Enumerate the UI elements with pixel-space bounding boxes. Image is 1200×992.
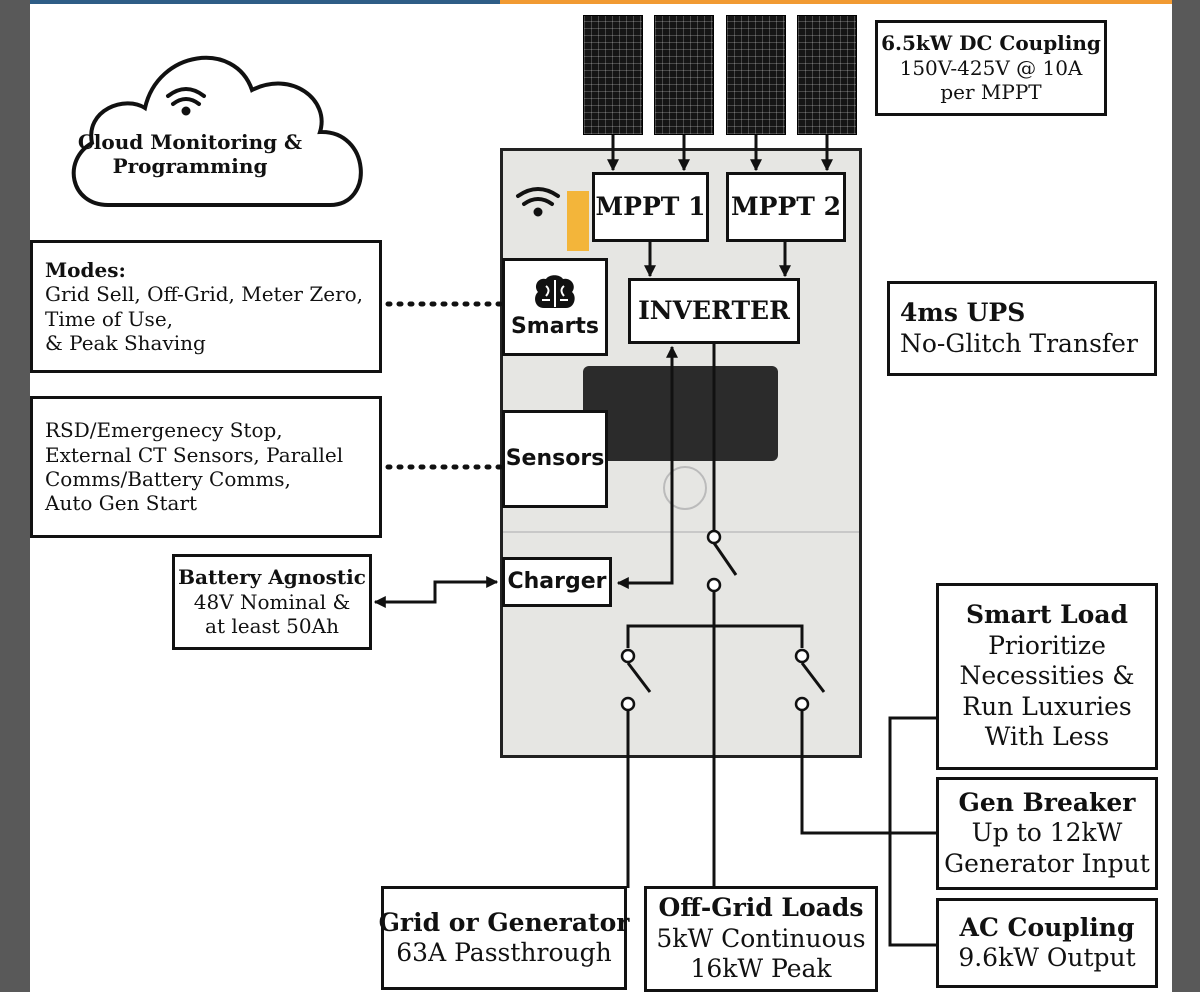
unit-display (583, 366, 778, 461)
terminal-gen-bottom (794, 696, 810, 712)
sensor-info-box: RSD/Emergenecy Stop, External CT Sensors… (30, 396, 382, 538)
smart-load-line-3: Run Luxuries (962, 691, 1132, 721)
sensor-info-line-4: Auto Gen Start (45, 491, 198, 516)
modes-line-2: Time of Use, (45, 306, 174, 331)
switch-grid (626, 662, 652, 693)
smart-load-line-1: Prioritize (988, 630, 1106, 660)
cloud-line-2: Programming (112, 154, 268, 179)
cloud-shape (71, 55, 363, 207)
arrow-charger-inverter (616, 345, 678, 589)
mppt1-label: MPPT 1 (595, 191, 706, 221)
gen-breaker-title: Gen Breaker (958, 787, 1136, 817)
solar-panel-3 (726, 15, 786, 135)
sensor-info-line-3: Comms/Battery Comms, (45, 467, 291, 491)
offgrid-loads-box: Off-Grid Loads 5kW Continuous 16kW Peak (644, 886, 878, 992)
diagram-connectors (71, 55, 936, 947)
smarts-box: Smarts (502, 258, 608, 356)
terminal-grid-bottom (620, 696, 636, 712)
modes-line-3: & Peak Shaving (45, 330, 206, 355)
inverter-label: INVERTER (638, 295, 790, 325)
cloud-line-1: Cloud Monitoring & (77, 130, 303, 154)
battery-title: Battery Agnostic (178, 565, 366, 590)
unit-wifi-icon (516, 187, 560, 217)
brain-icon (535, 274, 575, 308)
battery-line-1: 48V Nominal & (193, 589, 351, 614)
ac-coupling-box: AC Coupling 9.6kW Output (936, 898, 1158, 988)
charger-box: Charger (502, 557, 612, 607)
switch-offgrid (712, 542, 738, 576)
diagram-page: Cloud Monitoring & Programming 6.5kW DC … (30, 0, 1172, 992)
ac-coupling-line-1: 9.6kW Output (958, 943, 1136, 972)
dc-coupling-box: 6.5kW DC Coupling 150V-425V @ 10A per MP… (875, 20, 1107, 116)
sensors-box: Sensors (502, 410, 608, 508)
grid-title: Grid or Generator (378, 907, 630, 937)
sensors-label: Sensors (505, 445, 605, 471)
ac-coupling-title: AC Coupling (959, 912, 1135, 942)
sensor-info-line-2: External CT Sensors, Parallel (45, 442, 344, 467)
mppt2-box: MPPT 2 (726, 172, 846, 242)
gen-breaker-box: Gen Breaker Up to 12kW Generator Input (936, 777, 1158, 890)
dc-coupling-line-2: per MPPT (940, 80, 1042, 105)
battery-box: Battery Agnostic 48V Nominal & at least … (172, 554, 372, 650)
switch-gen (800, 662, 826, 693)
mppt2-label: MPPT 2 (731, 191, 841, 221)
header-strip-blue (30, 0, 500, 4)
mppt1-box: MPPT 1 (592, 172, 709, 242)
offgrid-title: Off-Grid Loads (658, 893, 864, 923)
offgrid-line-1: 5kW Continuous (656, 923, 866, 953)
smarts-label: Smarts (510, 313, 600, 339)
terminal-offgrid-bottom (706, 577, 722, 593)
unit-divider (503, 531, 859, 533)
ups-title: 4ms UPS (900, 298, 1026, 327)
cloud-wifi-icon (166, 87, 206, 116)
dc-coupling-title: 6.5kW DC Coupling (881, 31, 1101, 56)
ups-box: 4ms UPS No-Glitch Transfer (887, 281, 1157, 376)
terminal-gen-top (794, 648, 810, 664)
header-strip-orange (500, 0, 1172, 4)
wire-gen-breaker (800, 711, 936, 835)
modes-line-1: Grid Sell, Off-Grid, Meter Zero, (45, 282, 364, 307)
grid-line-1: 63A Passthrough (396, 938, 612, 967)
smart-load-title: Smart Load (965, 600, 1129, 630)
arrow-battery-charger (373, 576, 499, 608)
terminal-offgrid-top (706, 529, 722, 545)
dc-coupling-line-1: 150V-425V @ 10A (899, 55, 1083, 80)
solar-panel-4 (797, 15, 857, 135)
charger-label: Charger (507, 568, 607, 594)
modes-title: Modes: (45, 257, 126, 282)
smart-load-box: Smart Load Prioritize Necessities & Run … (936, 583, 1158, 770)
cloud-label: Cloud Monitoring & Programming (70, 130, 310, 179)
smart-load-line-4: With Less (984, 722, 1110, 752)
modes-box: Modes: Grid Sell, Off-Grid, Meter Zero, … (30, 240, 382, 373)
battery-line-2: at least 50Ah (205, 614, 339, 639)
grid-generator-box: Grid or Generator 63A Passthrough (378, 886, 630, 990)
smart-load-line-2: Necessities & (959, 661, 1135, 691)
wire-right-bracket (888, 716, 936, 947)
solar-panel-1 (583, 15, 643, 135)
inverter-box: INVERTER (628, 278, 800, 344)
sensor-info-line-1: RSD/Emergenecy Stop, (45, 418, 283, 443)
ups-line-1: No-Glitch Transfer (900, 328, 1138, 358)
solar-panel-2 (654, 15, 714, 135)
terminal-grid-top (620, 648, 636, 664)
gen-breaker-line-1: Up to 12kW (971, 818, 1123, 848)
offgrid-line-2: 16kW Peak (690, 954, 832, 984)
gen-breaker-line-2: Generator Input (944, 848, 1150, 878)
wire-switch-bus (626, 624, 804, 648)
unit-logo-accent (567, 191, 589, 251)
